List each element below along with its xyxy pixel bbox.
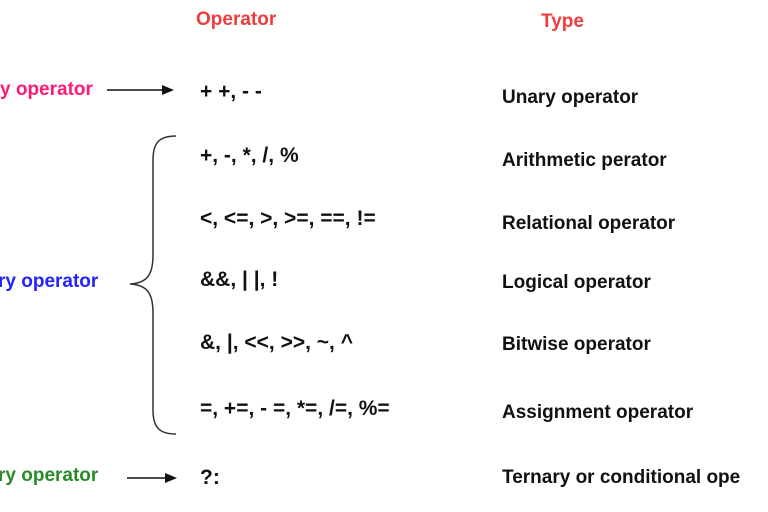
operator-header: Operator: [196, 9, 277, 30]
bitwise-type: Bitwise operator: [502, 334, 651, 355]
assignment-type: Assignment operator: [502, 402, 694, 423]
arithmetic-type: Arithmetic perator: [502, 150, 667, 171]
relational-type: Relational operator: [502, 213, 676, 234]
unary-operators: + +, - -: [200, 80, 262, 103]
arithmetic-operators: +, -, *, /, %: [200, 144, 299, 167]
curly-brace-icon: [129, 135, 177, 435]
unary-arrow-icon: [107, 85, 174, 95]
unary-type: Unary operator: [502, 87, 639, 108]
ternary-category-label: ry operator: [0, 465, 99, 486]
ternary-operators: ?:: [200, 466, 220, 489]
bitwise-operators: &, |, <<, >>, ~, ^: [200, 331, 353, 354]
assignment-operators: =, +=, - =, *=, /=, %=: [200, 397, 390, 420]
logical-type: Logical operator: [502, 272, 651, 293]
logical-operators: &&, | |, !: [200, 268, 279, 291]
unary-category-label: y operator: [0, 79, 93, 100]
type-header: Type: [541, 11, 584, 32]
relational-operators: <, <=, >, >=, ==, !=: [200, 207, 376, 230]
binary-category-label: ry operator: [0, 271, 99, 292]
ternary-arrow-icon: [127, 473, 177, 483]
ternary-type: Ternary or conditional ope: [502, 467, 741, 488]
